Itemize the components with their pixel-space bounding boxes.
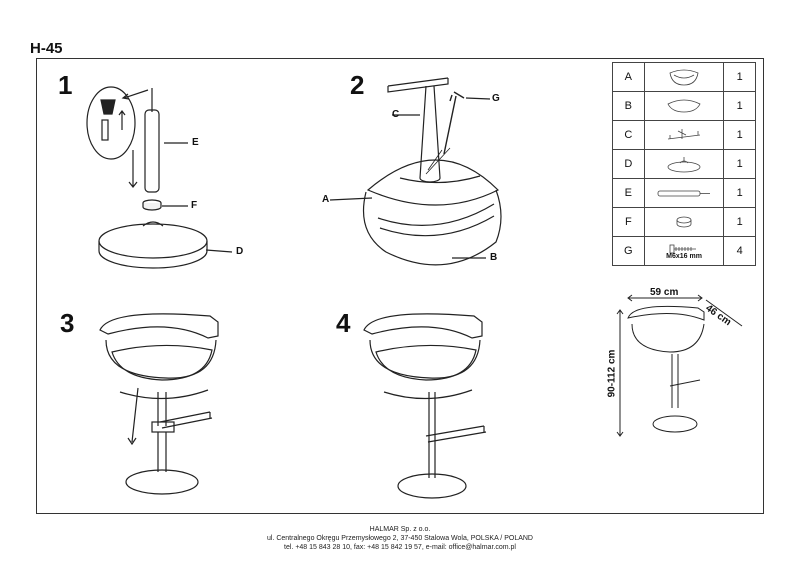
parts-row: G M6x16 mm 4 bbox=[612, 236, 756, 266]
instruction-frame bbox=[36, 58, 764, 514]
step-number-2: 2 bbox=[350, 70, 365, 100]
detail-callout-oval bbox=[86, 86, 136, 160]
parts-row: E 1 bbox=[612, 178, 756, 208]
seat-cover-icon bbox=[643, 91, 725, 121]
step-4-chair bbox=[363, 313, 487, 499]
seat-shell-icon bbox=[643, 62, 725, 92]
parts-row: A 1 bbox=[612, 62, 756, 92]
base-plate-part-d bbox=[98, 223, 208, 259]
part-letter: C bbox=[612, 120, 645, 150]
arrow-down-icon bbox=[128, 150, 138, 188]
step-number-1: 1 bbox=[58, 70, 73, 100]
parts-row: D 1 bbox=[612, 149, 756, 179]
arrow-up-icon bbox=[118, 110, 126, 130]
parts-row: B 1 bbox=[612, 91, 756, 121]
base-plate-icon bbox=[643, 149, 725, 179]
footer-address: ul. Centralnego Okręgu Przemysłowego 2, … bbox=[266, 535, 533, 542]
label-a: A bbox=[322, 194, 330, 205]
seat-bracket-icon bbox=[643, 120, 725, 150]
model-title: H-45 bbox=[30, 40, 63, 57]
arrow-down-icon bbox=[127, 387, 139, 446]
label-d: D bbox=[236, 246, 244, 257]
part-letter: F bbox=[612, 207, 645, 237]
parts-list-table: A 1 B 1 C 1 D 1 bbox=[612, 62, 756, 266]
dimension-height: 90-112 cm bbox=[606, 349, 618, 398]
dust-cap-detail-icon bbox=[100, 99, 116, 115]
footer-contact: tel. +48 15 843 28 10, fax: +48 15 842 1… bbox=[284, 544, 516, 551]
piston-detail bbox=[101, 119, 109, 141]
step-2-illustration bbox=[329, 77, 502, 266]
label-f: F bbox=[191, 200, 198, 211]
part-qty: 4 bbox=[723, 236, 756, 266]
gas-lift-icon bbox=[643, 178, 725, 208]
part-letter: A bbox=[612, 62, 645, 92]
part-letter: B bbox=[612, 91, 645, 121]
dimension-width: 59 cm bbox=[650, 287, 679, 298]
arrow-left-icon bbox=[121, 89, 149, 100]
step-1-illustration bbox=[86, 86, 233, 269]
parts-row: C 1 bbox=[612, 120, 756, 150]
seat-bracket-part-c bbox=[366, 159, 500, 206]
label-c: C bbox=[392, 109, 400, 120]
part-qty: 1 bbox=[723, 120, 756, 150]
part-qty: 1 bbox=[723, 207, 756, 237]
footer-company: HALMAR Sp. z o.o. bbox=[369, 526, 431, 533]
screw-size-label: M6x16 mm bbox=[666, 253, 702, 260]
step-number-4: 4 bbox=[336, 308, 351, 338]
part-letter: D bbox=[612, 149, 645, 179]
part-letter: E bbox=[612, 178, 645, 208]
part-qty: 1 bbox=[723, 62, 756, 92]
part-letter: G bbox=[612, 236, 645, 266]
label-e: E bbox=[192, 137, 199, 148]
part-qty: 1 bbox=[723, 178, 756, 208]
step-number-3: 3 bbox=[60, 308, 75, 338]
label-g: G bbox=[492, 93, 500, 104]
gas-lift-part-e bbox=[144, 109, 160, 193]
part-qty: 1 bbox=[723, 91, 756, 121]
parts-row: F 1 bbox=[612, 207, 756, 237]
part-qty: 1 bbox=[723, 149, 756, 179]
seat-shell-part-a bbox=[362, 189, 502, 266]
step-3-chair bbox=[99, 313, 219, 495]
label-b: B bbox=[490, 252, 498, 263]
company-footer: HALMAR Sp. z o.o. ul. Centralnego Okręgu… bbox=[0, 525, 800, 552]
screw-icon: M6x16 mm bbox=[643, 236, 725, 266]
dust-cap-icon bbox=[643, 207, 725, 237]
screw-part-g bbox=[443, 91, 465, 155]
dimension-chair bbox=[616, 294, 743, 437]
